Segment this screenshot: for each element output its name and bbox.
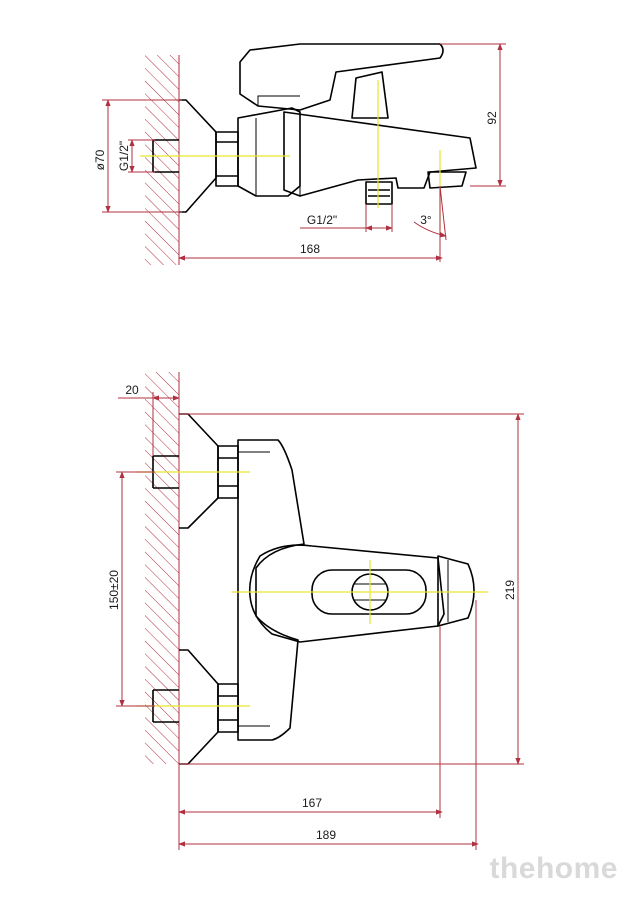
dim-offset-front: 20 — [125, 383, 139, 397]
dim-height-front: 219 — [503, 580, 517, 600]
lever-handle-top — [239, 43, 444, 111]
lower-flange-front — [179, 649, 219, 765]
dim-height-top: 92 — [485, 111, 499, 125]
wall-hatch-top — [145, 55, 179, 265]
aerator-top — [427, 171, 467, 189]
dim-spacing-front: 150±20 — [107, 570, 121, 610]
hex-nut-top — [215, 131, 239, 187]
dim-diameter-top: ø70 — [93, 149, 107, 170]
diverter-outlet-top — [365, 181, 393, 205]
dim-length-top: 168 — [300, 242, 320, 256]
dim-thread-left-top: G1/2" — [117, 141, 131, 171]
watermark: thehome — [489, 852, 618, 885]
faucet-body-front — [237, 439, 305, 741]
faucet-body-top — [237, 107, 301, 197]
wall-hatch-front — [145, 372, 179, 764]
dim-angle-top: 3° — [420, 213, 432, 227]
lower-nut-front — [217, 683, 239, 733]
front-view: 20 150±20 219 167 189 — [107, 372, 524, 850]
spout-front — [248, 544, 445, 643]
top-view: ø70 G1/2" 92 G1/2" 3° 168 — [93, 43, 506, 265]
dim-thread-bottom-top: G1/2" — [307, 213, 337, 227]
dim-length-inner-front: 167 — [302, 796, 322, 810]
spout-top — [283, 111, 477, 197]
dim-length-total-front: 189 — [316, 828, 336, 842]
upper-flange-front — [179, 413, 219, 529]
aerator-front — [437, 555, 475, 627]
cartridge-cap-top — [351, 71, 389, 119]
